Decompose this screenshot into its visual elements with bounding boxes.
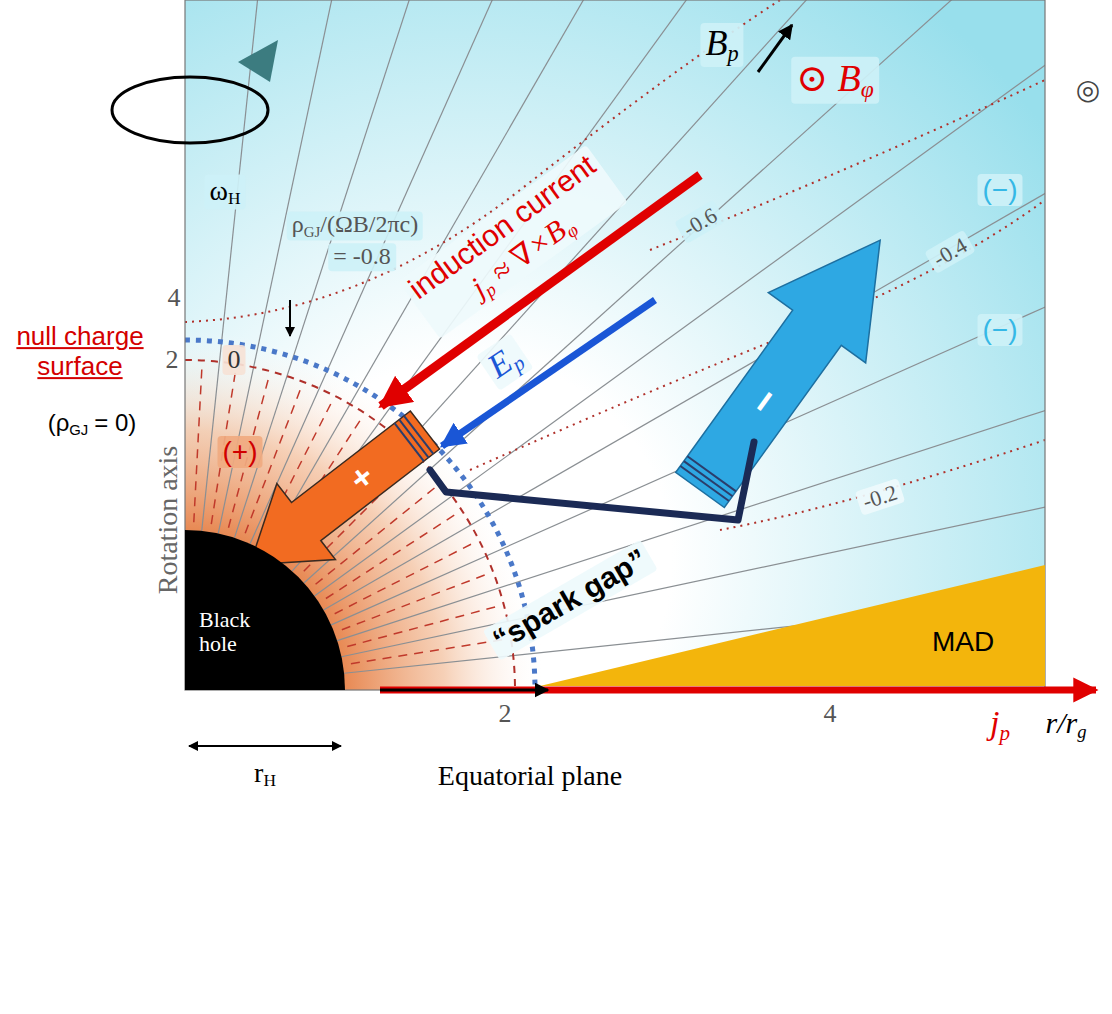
field-symbol: ◎ <box>1076 74 1100 106</box>
axis-title: r/rg <box>1046 706 1087 743</box>
label-text: (−) <box>983 174 1018 205</box>
subscript: H <box>263 771 276 790</box>
bp-arrow <box>758 25 792 72</box>
contour-value: -0.4 <box>924 230 975 274</box>
charge-sign: + <box>342 456 382 499</box>
rotation-arrowhead <box>238 40 278 82</box>
black-hole: Black hole <box>185 530 345 690</box>
horizon-radius-arrow <box>189 745 341 747</box>
disk-label: MAD <box>932 627 994 658</box>
plot-frame <box>185 0 1045 690</box>
label-text: -0.4 <box>929 232 972 271</box>
label-text: r/r <box>1046 706 1078 739</box>
label-text: r <box>254 757 263 788</box>
current-label: jp <box>990 703 1010 745</box>
label-text: 2 <box>499 699 512 728</box>
label-text: “spark gap” <box>487 542 652 656</box>
subscript: φ <box>861 76 874 102</box>
label-text: 2 <box>166 345 179 374</box>
axis-title: Equatorial plane <box>438 760 622 792</box>
contour-value: -0.6 <box>674 200 725 244</box>
label-text: /(ΩB/2πc) <box>320 211 418 237</box>
contour-legend: ρGJ/(ΩB/2πc) <box>287 211 423 240</box>
label-text: 4 <box>824 699 837 728</box>
spark-gap-bracket <box>430 442 754 520</box>
field-label: Ep <box>476 333 534 391</box>
equatorial-current-arrow <box>380 687 1096 694</box>
label-text: (−) <box>983 314 1018 345</box>
contour-value: 0 <box>223 345 246 375</box>
axis-tick: 2 <box>166 345 179 375</box>
black-hole-label: Black hole <box>199 608 271 656</box>
label-text: j <box>990 704 999 741</box>
label-text: = -0.8 <box>333 243 391 269</box>
label-text: ω <box>210 175 228 206</box>
label-text: (+) <box>223 436 258 467</box>
radius-axis-arrow <box>380 689 548 692</box>
label-text: -0.6 <box>679 202 722 241</box>
charge-sign: (−) <box>978 314 1023 346</box>
axis-tick: 2 <box>499 699 512 729</box>
axis-tick: 4 <box>168 283 181 313</box>
surface-condition: (ρGJ = 0) <box>48 409 137 439</box>
contour-value: -0.2 <box>855 478 905 516</box>
charge-sign: (+) <box>218 436 263 468</box>
rotation-ring <box>112 77 268 143</box>
label-text: ◎ <box>1076 73 1100 106</box>
angular-velocity-label: ωH <box>205 175 246 210</box>
zero-contour <box>185 360 515 690</box>
axis-tick: 4 <box>824 699 837 729</box>
surface-name: null charge surface <box>5 322 155 382</box>
field-lines <box>194 0 1045 673</box>
subscript: H <box>228 189 241 208</box>
subscript: GJ <box>304 224 321 240</box>
label-text: 0 <box>228 345 241 374</box>
label-text: null charge surface <box>16 321 143 381</box>
contour-value: = -0.8 <box>328 243 396 271</box>
current-label: induction currentjp≈ ∇×Bφ <box>398 145 627 339</box>
label-text: -0.2 <box>860 480 901 515</box>
label-text: + <box>343 457 382 499</box>
horizon-radius-label: rH <box>254 757 276 792</box>
label-text: = 0) <box>94 409 136 436</box>
label-text: B <box>705 23 727 63</box>
field-label: ⊙ Bφ <box>791 57 879 104</box>
label-text: − <box>739 379 788 424</box>
subscript: p <box>727 41 738 66</box>
subscript: p <box>999 721 1010 745</box>
label-text: 4 <box>168 283 181 312</box>
gap-label: “spark gap” <box>483 540 658 661</box>
label-text: (ρ <box>48 409 70 436</box>
plot-ground <box>185 0 1045 690</box>
hot-region <box>185 0 1045 690</box>
null-charge-surface <box>185 340 535 690</box>
label-text: ⊙ B <box>796 57 861 99</box>
axis-title: Rotation axis <box>152 446 184 595</box>
pointer-arrow <box>289 300 291 336</box>
field-label: Bp <box>700 23 743 67</box>
subscript: g <box>1077 721 1086 742</box>
label-text: ρ <box>292 211 304 237</box>
electron-arrow <box>651 205 928 525</box>
charge-sign: (−) <box>978 174 1023 206</box>
charge-sign: − <box>739 378 790 424</box>
label-text: Rotation axis <box>152 446 183 595</box>
electric-field-arrow <box>442 300 655 446</box>
label-text: Equatorial plane <box>438 760 622 791</box>
subscript: GJ <box>69 422 88 438</box>
charge-contours <box>185 0 1045 530</box>
